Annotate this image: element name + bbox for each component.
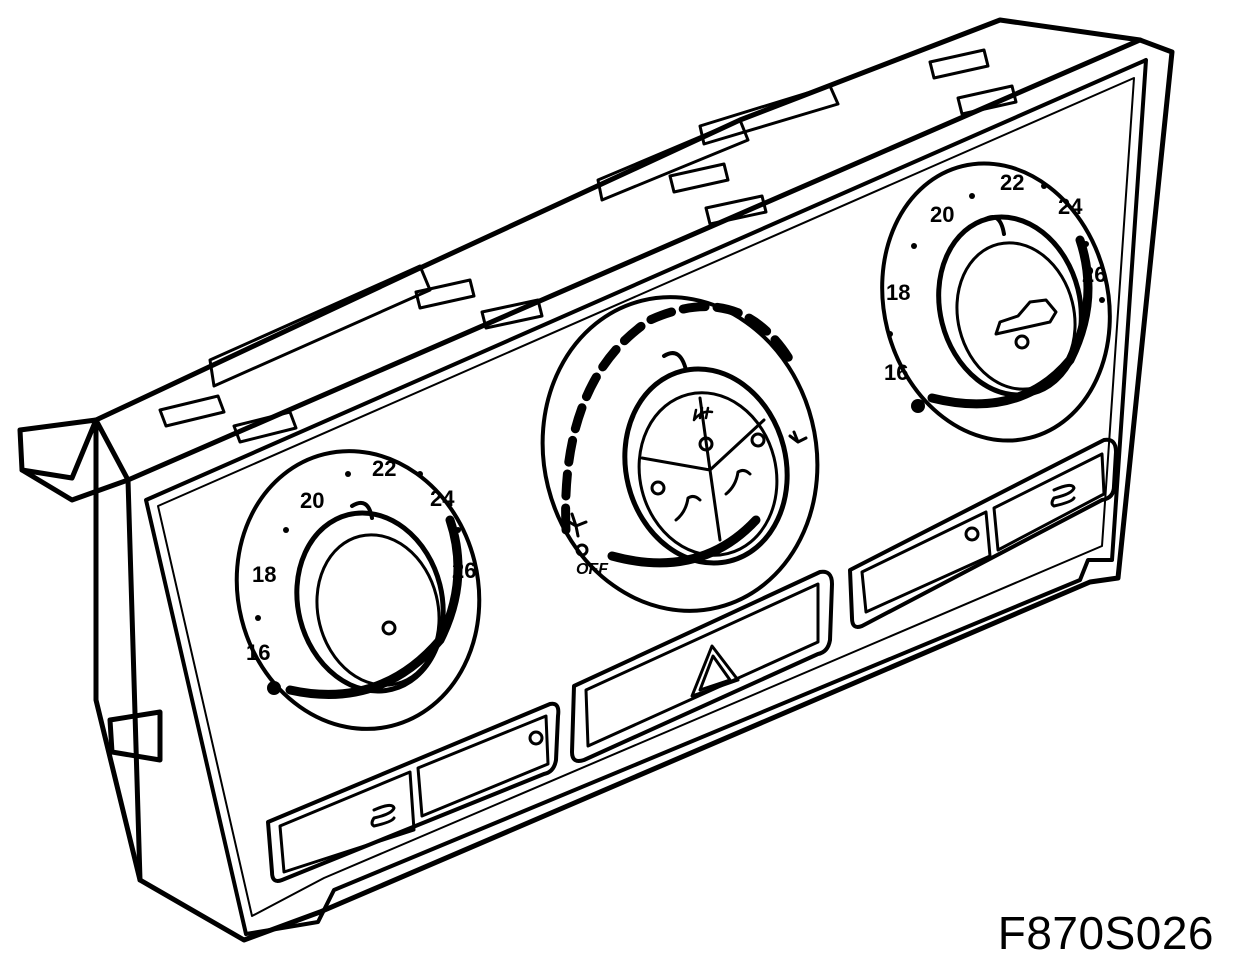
hazard-button-group bbox=[570, 569, 834, 763]
center-dial-knob[interactable] bbox=[605, 352, 808, 581]
floor-face-icon bbox=[724, 432, 766, 496]
left-dial-knob[interactable] bbox=[278, 497, 461, 706]
ac-button[interactable] bbox=[992, 452, 1106, 552]
center-fan-mode-dial[interactable]: OFF bbox=[510, 268, 850, 640]
right-dial-pointer bbox=[982, 215, 1006, 236]
left-label-18: 18 bbox=[252, 562, 276, 587]
left-dial-indicator-icon bbox=[381, 620, 397, 636]
left-toggle-indicator-icon bbox=[528, 730, 544, 746]
center-knob-dividers bbox=[640, 396, 766, 542]
housing-body bbox=[17, 17, 1175, 943]
center-dial-pointer bbox=[662, 351, 688, 372]
center-dial-bezel bbox=[540, 295, 820, 613]
right-label-26: 26 bbox=[1082, 262, 1106, 287]
right-label-24: 24 bbox=[1058, 194, 1083, 219]
left-toggle-button[interactable] bbox=[416, 714, 550, 818]
right-dial-cold-dot bbox=[911, 399, 925, 413]
right-label-20: 20 bbox=[930, 202, 954, 227]
left-dial-bezel bbox=[234, 449, 482, 731]
fan-speed-scale bbox=[561, 302, 795, 535]
face-vent-icon bbox=[650, 480, 702, 522]
left-label-24: 24 bbox=[430, 486, 455, 511]
right-toggle-indicator-icon bbox=[964, 526, 980, 542]
center-dial-knob-face bbox=[637, 391, 779, 557]
hazard-button-bezel bbox=[570, 569, 834, 763]
fan-icon bbox=[564, 512, 589, 557]
right-label-16: 16 bbox=[884, 360, 908, 385]
hazard-warning-icon bbox=[690, 644, 740, 698]
right-dial-heat-arc bbox=[927, 235, 1093, 409]
right-label-22: 22 bbox=[1000, 170, 1024, 195]
right-button-pair bbox=[848, 437, 1118, 629]
right-dial-indicator-icon bbox=[1014, 334, 1030, 350]
right-label-18: 18 bbox=[886, 280, 910, 305]
left-button-pair bbox=[266, 701, 561, 883]
left-dial-cold-dot bbox=[267, 681, 281, 695]
recirculation-car-icon bbox=[994, 298, 1058, 336]
left-dial-knob-face bbox=[315, 533, 441, 687]
figure-code-label: F870S026 bbox=[997, 907, 1214, 959]
housing-top-details bbox=[158, 48, 1018, 444]
front-face-inner bbox=[157, 77, 1135, 917]
left-dial-heat-arc bbox=[285, 515, 463, 699]
right-dial-bezel bbox=[880, 161, 1112, 443]
rear-defrost-button[interactable] bbox=[278, 770, 416, 874]
right-toggle-button[interactable] bbox=[860, 510, 992, 614]
fan-max-icon bbox=[788, 430, 808, 444]
defrost-icon bbox=[692, 406, 714, 452]
left-label-20: 20 bbox=[300, 488, 324, 513]
left-label-22: 22 bbox=[372, 456, 396, 481]
left-dial-pointer bbox=[350, 501, 374, 520]
left-label-26: 26 bbox=[452, 558, 476, 583]
center-dial-arc bbox=[607, 515, 761, 568]
fan-off-label: OFF bbox=[576, 561, 609, 578]
right-button-bezel bbox=[848, 437, 1118, 629]
rear-defrost-icon bbox=[370, 803, 396, 828]
left-label-16: 16 bbox=[246, 640, 270, 665]
hazard-button[interactable] bbox=[584, 582, 820, 748]
front-face-frame bbox=[144, 58, 1148, 936]
left-button-bezel bbox=[266, 701, 561, 883]
ac-button-icon bbox=[1050, 483, 1076, 508]
right-temperature-dial[interactable]: 16 18 20 22 24 26 bbox=[853, 139, 1138, 465]
left-temperature-dial[interactable]: 16 18 20 22 24 26 bbox=[208, 425, 509, 755]
